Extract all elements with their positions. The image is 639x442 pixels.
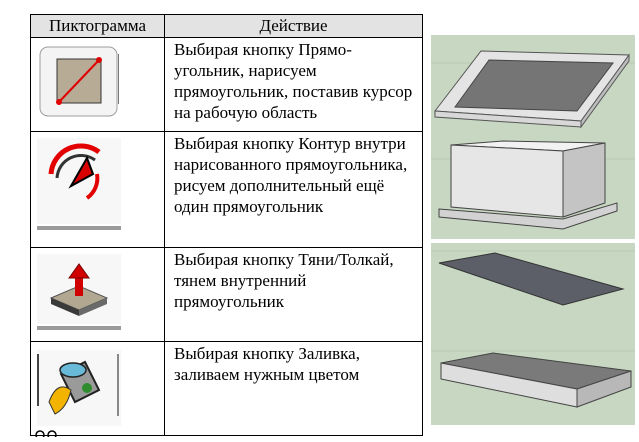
scene-dark-plane (431, 243, 635, 339)
header-action: Действие (164, 14, 423, 38)
action-text: Выбирая кнопку Заливка, заливаем нужным … (164, 341, 423, 436)
table-row: Выбирая кнопку Контур внутри нарисованно… (30, 131, 423, 248)
icon-cell (30, 37, 165, 132)
table-row: Выбирая кнопку Заливка, заливаем нужным … (30, 341, 423, 436)
icon-cell (30, 131, 165, 248)
header-icon: Пиктограмма (30, 14, 165, 38)
action-text: Выбирая кнопку Контур внутри нарисованно… (164, 131, 423, 248)
icon-cell (30, 247, 165, 342)
scene-flat-rectangle (431, 35, 635, 133)
offset-contour-tool-icon (37, 138, 121, 234)
action-text: Выбирая кнопку Тяни/Толкай, тянем внутре… (164, 247, 423, 342)
scene-final-slab (431, 339, 635, 425)
next-line-fragment (34, 424, 74, 442)
push-pull-tool-icon (37, 254, 121, 332)
rectangle-tool-icon (39, 46, 119, 118)
action-text: Выбирая кнопку Прямо-угольник, нарисуем … (164, 37, 423, 132)
paint-bucket-tool-icon (37, 350, 121, 426)
icon-cell (30, 341, 165, 436)
scene-extruded-box (431, 133, 635, 239)
steps-table: Пиктограмма Действие Выбирая кнопку Пря (30, 14, 423, 436)
table-row: Выбирая кнопку Прямо-угольник, нарисуем … (30, 37, 423, 132)
table-header-row: Пиктограмма Действие (30, 14, 423, 38)
table-row: Выбирая кнопку Тяни/Толкай, тянем внутре… (30, 247, 423, 342)
